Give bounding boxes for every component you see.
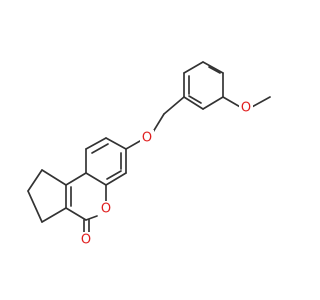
bond xyxy=(152,113,165,133)
bond xyxy=(85,215,98,221)
bonds xyxy=(27,61,271,239)
carbonyl-oxygen-label: O xyxy=(81,233,91,248)
bond xyxy=(208,66,221,74)
bond xyxy=(183,61,204,74)
bond xyxy=(202,96,224,110)
methoxy-oxygen-label: O xyxy=(241,101,251,116)
ring-oxygen-label: O xyxy=(101,202,111,217)
bond xyxy=(27,190,43,223)
ether-oxygen-label: O xyxy=(142,131,152,146)
bond xyxy=(41,169,67,186)
bond xyxy=(188,95,202,104)
bond xyxy=(65,207,87,221)
bond xyxy=(105,137,127,150)
bond xyxy=(202,61,224,74)
bond xyxy=(183,96,204,110)
chemical-structure: O O O O xyxy=(27,61,271,248)
bond xyxy=(85,172,107,186)
atom-labels: O O O O xyxy=(79,101,253,248)
bond xyxy=(222,96,243,109)
bond xyxy=(125,140,141,150)
bond xyxy=(105,172,127,186)
bond xyxy=(163,96,185,115)
bond xyxy=(91,143,109,154)
bond xyxy=(106,170,122,180)
bond xyxy=(27,169,43,192)
bond xyxy=(65,172,87,186)
bond xyxy=(41,207,67,223)
bond xyxy=(249,96,271,109)
bond xyxy=(85,137,107,150)
